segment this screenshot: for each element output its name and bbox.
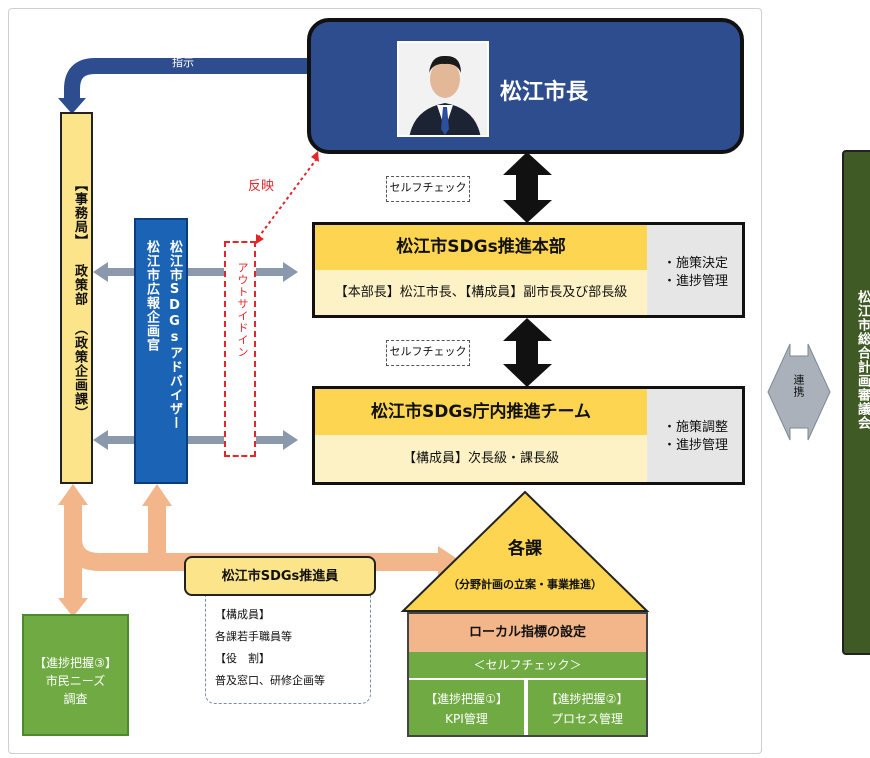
advisor-box: [134, 218, 188, 484]
promoter-line-4: 普及窓口、研修企画等: [215, 674, 325, 687]
cooperation-arrow: [767, 343, 831, 441]
sections-triangle: [400, 490, 650, 612]
hq-role-2: ・進捗管理: [663, 274, 729, 289]
hq-title: 松江市SDGs推進本部: [315, 225, 647, 270]
reflect-arrow: [257, 156, 319, 239]
hq-role-1: ・施策決定: [663, 256, 729, 271]
promoter-line-1: 【構成員】: [215, 608, 270, 621]
hq-roles: ・施策決定 ・進捗管理: [647, 225, 742, 315]
progress-1-label: KPI管理: [445, 712, 488, 726]
team-roles: ・施策調整 ・進捗管理: [647, 389, 742, 482]
progress-3-title: 【進捗把握③】: [34, 656, 117, 670]
double-arrow-mayor-hq: [503, 152, 552, 223]
progress-2-box: 【進捗把握②】 プロセス管理: [528, 680, 646, 735]
progress-3-box: 【進捗把握③】 市民ニーズ 調査: [22, 614, 129, 736]
instruction-arrowhead: [58, 98, 86, 114]
team-role-2: ・進捗管理: [663, 438, 729, 453]
mayor-title: 松江市長: [500, 80, 589, 105]
council-text: 松江市総合計画審議会: [855, 290, 870, 430]
advisor-title-1: 松江市SDGsアドバイザー: [167, 240, 182, 430]
promoter-details-box: [205, 582, 371, 704]
local-indicator: ローカル指標の設定: [409, 614, 646, 652]
team-members: 【構成員】次長級・課長級: [315, 435, 647, 482]
self-check-box-1: セルフチェック: [386, 176, 470, 202]
mayor-box: [307, 18, 744, 154]
secretariat-box: [60, 112, 93, 484]
progress-2-label: プロセス管理: [550, 712, 623, 726]
grey-arrow-row1: [93, 262, 298, 282]
instruction-label: 指示: [172, 56, 194, 69]
mayor-photo: [397, 41, 489, 137]
cooperation-label: 連携: [792, 374, 805, 398]
double-arrow-hq-team: [503, 318, 552, 387]
progress-2-title: 【進捗把握②】: [545, 692, 629, 706]
reflect-label: 反映: [248, 179, 275, 194]
self-check-banner: ＜セルフチェック＞: [409, 652, 646, 678]
promoter-line-2: 各課若手職員等: [215, 630, 292, 643]
secretariat-text: 【事務局】 政策部 （政策企画課）: [72, 178, 87, 420]
salmon-arrows: [58, 484, 462, 617]
grey-arrow-row2: [93, 430, 298, 450]
progress-3-line2: 調査: [63, 692, 88, 706]
progress-1-title: 【進捗把握①】: [425, 692, 508, 706]
council-box: [842, 150, 870, 655]
advisor-title-2: 松江市広報企画官: [144, 240, 159, 352]
progress-3-line1: 市民ニーズ: [45, 674, 106, 688]
self-check-box-2: セルフチェック: [386, 340, 470, 366]
instruction-arrow: [64, 58, 307, 100]
progress-1-box: 【進捗把握①】 KPI管理: [409, 680, 526, 735]
promoter-details: 【構成員】 各課若手職員等 【役 割】 普及窓口、研修企画等: [215, 604, 370, 692]
sections-subtitle: （分野計画の立案・事業推進）: [448, 578, 602, 591]
outside-in-label: アウトサイドイン: [236, 262, 249, 358]
promoter-title: 松江市SDGs推進員: [184, 556, 376, 596]
sections-title: 各課: [508, 539, 542, 559]
team-role-1: ・施策調整: [663, 420, 729, 435]
promoter-line-3: 【役 割】: [215, 652, 270, 665]
outside-in-box: [224, 241, 256, 457]
team-title: 松江市SDGs庁内推進チーム: [315, 389, 647, 435]
hq-members: 【本部長】松江市長、【構成員】副市長及び部長級: [315, 270, 647, 315]
